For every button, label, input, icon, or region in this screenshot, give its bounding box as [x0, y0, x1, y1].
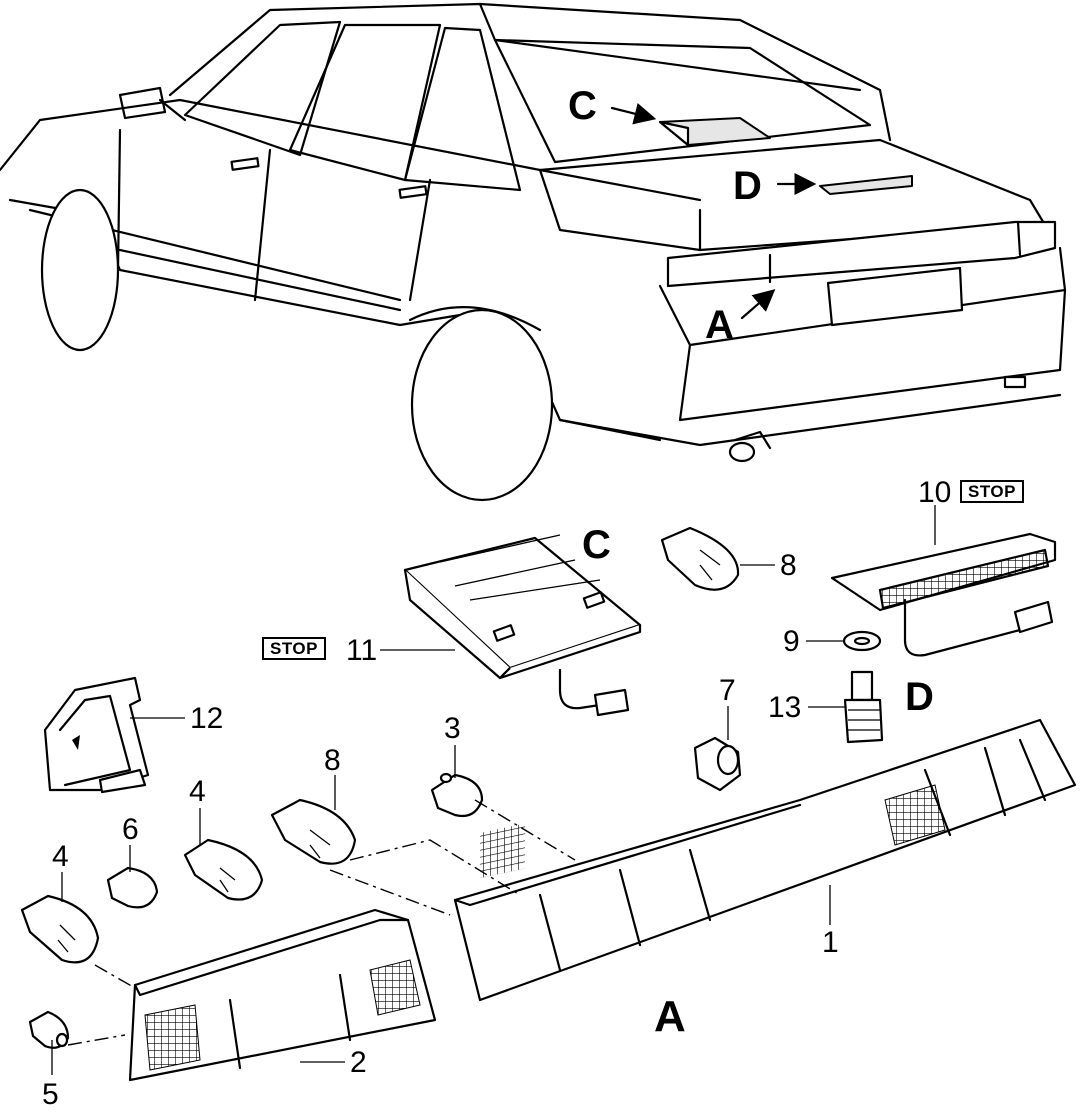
- callout-11: 11: [346, 634, 378, 667]
- bulb-4-left: [20, 894, 100, 964]
- stop-lamp-d: [830, 532, 1057, 657]
- callout-10: 10: [918, 476, 952, 509]
- bulb-5: [28, 1010, 70, 1049]
- callout-12: 12: [190, 702, 224, 735]
- callout-13: 13: [768, 691, 802, 724]
- group-label-a: A: [654, 992, 686, 1041]
- clip-7: [693, 736, 742, 792]
- bracket-12: [43, 676, 150, 794]
- stop-badge-10: STOP: [960, 480, 1024, 503]
- stud-13: [843, 670, 884, 744]
- car-label-a: A: [705, 303, 734, 347]
- washer-9: [842, 630, 882, 652]
- callout-1: 1: [822, 926, 839, 959]
- stop-badge-11: STOP: [262, 637, 326, 660]
- car-label-d: D: [733, 164, 762, 208]
- stop-lamp-c: [403, 534, 642, 717]
- car-illustration: [0, 2, 1067, 502]
- bulb-8-top: [660, 526, 740, 591]
- car-label-c: C: [568, 84, 597, 128]
- callout-9: 9: [783, 625, 800, 658]
- callout-8-mid: 8: [324, 744, 341, 777]
- callout-4-mid: 4: [189, 775, 206, 808]
- bulb-4-mid: [183, 838, 264, 901]
- callout-8-top: 8: [780, 549, 797, 582]
- bulb-8-mid: [270, 798, 357, 865]
- assembly-lines: [67, 799, 576, 1046]
- callout-4-left: 4: [52, 840, 69, 873]
- callout-7: 7: [719, 674, 736, 707]
- bulb-3: [430, 772, 484, 818]
- corner-lamp-2: [128, 908, 437, 1082]
- callout-6: 6: [122, 813, 139, 846]
- callout-5: 5: [42, 1078, 59, 1111]
- bulb-6: [106, 866, 159, 909]
- group-label-d: D: [905, 675, 934, 719]
- leader-lines: [51, 505, 936, 1075]
- callout-2: 2: [350, 1046, 367, 1079]
- group-label-c: C: [582, 523, 611, 567]
- rear-lamp-1: [453, 718, 1077, 1002]
- callout-3: 3: [444, 712, 461, 745]
